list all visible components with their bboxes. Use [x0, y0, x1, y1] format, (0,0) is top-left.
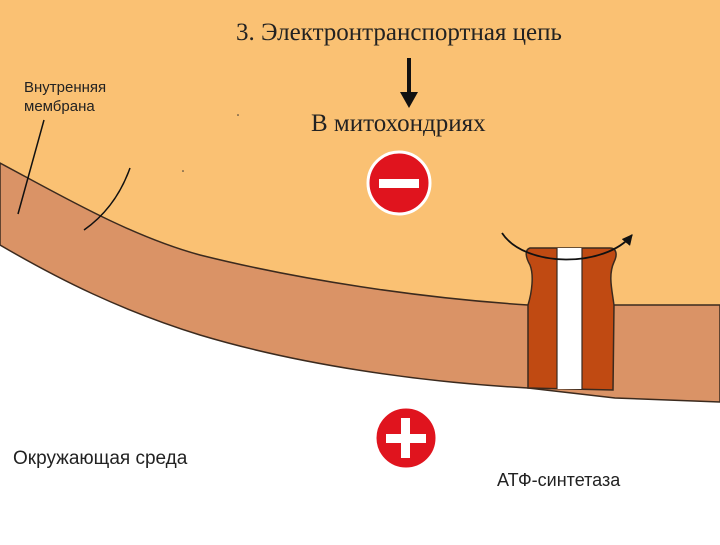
diagram-title: 3. Электронтранспортная цепь — [236, 19, 562, 46]
matrix-region — [0, 0, 720, 305]
atp-synthase-channel — [557, 248, 582, 389]
inner-membrane-label-line1: Внутренняя — [24, 79, 107, 96]
minus-charge-icon — [366, 150, 432, 216]
speck — [237, 114, 239, 116]
inner-membrane-label-line2: мембрана — [24, 98, 95, 115]
membrane-pointer-curve — [83, 167, 131, 231]
plus-charge-icon — [373, 405, 439, 471]
inner-membrane-label: Внутренняя мембрана — [24, 78, 106, 116]
environment-label: Окружающая среда — [13, 448, 188, 469]
atp-synthase-label: АТФ-синтетаза — [497, 470, 621, 490]
proton-flow-arrow — [501, 232, 633, 261]
membrane-pointer-line — [17, 119, 45, 215]
location-label: В митохондриях — [311, 110, 486, 137]
speck — [182, 170, 184, 172]
down-arrow-icon — [400, 92, 418, 108]
